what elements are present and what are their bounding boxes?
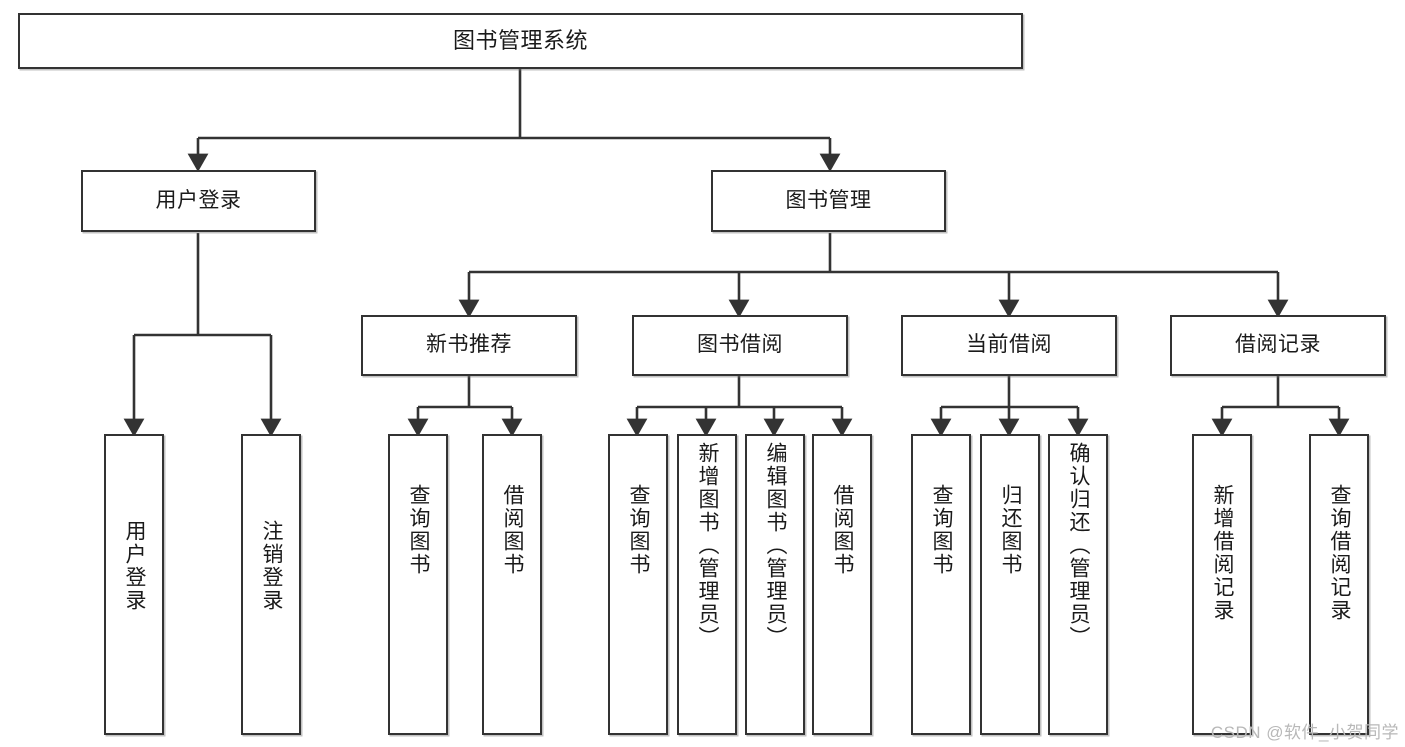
leaf-query-record-label: 查询借阅记录 (1328, 484, 1352, 622)
leaf-add-record-label: 新增借阅记录 (1211, 484, 1235, 622)
node-book-borrow-label: 图书借阅 (697, 333, 783, 357)
leaf-query-book-1[interactable]: 查询图书 (388, 434, 448, 735)
node-book-borrow[interactable]: 图书借阅 (632, 315, 848, 376)
leaf-query-book-3-label: 查询图书 (930, 484, 954, 576)
leaf-logout[interactable]: 注销登录 (241, 434, 301, 735)
leaf-confirm-return[interactable]: 确认归还（管理员） (1048, 434, 1108, 735)
leaf-user-login[interactable]: 用户登录 (104, 434, 164, 735)
leaf-add-book-label: 新增图书（管理员） (696, 442, 720, 649)
node-current-borrow-label: 当前借阅 (966, 333, 1052, 357)
node-user-login[interactable]: 用户登录 (81, 170, 316, 232)
leaf-user-login-label: 用户登录 (123, 520, 147, 612)
leaf-return-book[interactable]: 归还图书 (980, 434, 1040, 735)
node-root[interactable]: 图书管理系统 (18, 13, 1023, 69)
leaf-add-record[interactable]: 新增借阅记录 (1192, 434, 1252, 735)
leaf-query-book-1-label: 查询图书 (407, 484, 431, 576)
leaf-confirm-return-label: 确认归还（管理员） (1067, 442, 1091, 649)
node-book-manage[interactable]: 图书管理 (711, 170, 946, 232)
node-new-book-rec[interactable]: 新书推荐 (361, 315, 577, 376)
csdn-watermark: CSDN @软件_小贺同学 (1210, 723, 1399, 742)
node-borrow-record[interactable]: 借阅记录 (1170, 315, 1386, 376)
leaf-borrow-book-2[interactable]: 借阅图书 (812, 434, 872, 735)
leaf-query-book-3[interactable]: 查询图书 (911, 434, 971, 735)
leaf-query-book-2[interactable]: 查询图书 (608, 434, 668, 735)
leaf-query-record[interactable]: 查询借阅记录 (1309, 434, 1369, 735)
leaf-edit-book-label: 编辑图书（管理员） (764, 442, 788, 649)
leaf-return-book-label: 归还图书 (999, 484, 1023, 576)
node-current-borrow[interactable]: 当前借阅 (901, 315, 1117, 376)
leaf-add-book[interactable]: 新增图书（管理员） (677, 434, 737, 735)
node-borrow-record-label: 借阅记录 (1235, 333, 1321, 357)
node-book-manage-label: 图书管理 (785, 188, 872, 212)
leaf-borrow-book-1[interactable]: 借阅图书 (482, 434, 542, 735)
leaf-borrow-book-1-label: 借阅图书 (501, 484, 525, 576)
leaf-borrow-book-2-label: 借阅图书 (831, 484, 855, 576)
leaf-edit-book[interactable]: 编辑图书（管理员） (745, 434, 805, 735)
node-user-login-label: 用户登录 (155, 188, 242, 212)
node-root-label: 图书管理系统 (452, 28, 588, 54)
node-new-book-rec-label: 新书推荐 (426, 333, 512, 357)
leaf-query-book-2-label: 查询图书 (627, 484, 651, 576)
leaf-logout-label: 注销登录 (260, 520, 284, 612)
